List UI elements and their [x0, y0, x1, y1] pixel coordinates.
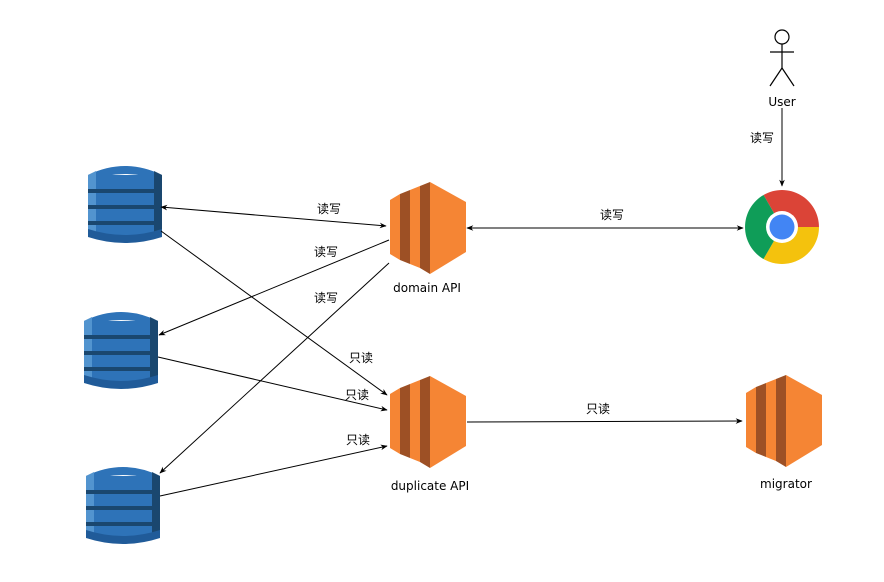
- server-icon: [390, 182, 466, 274]
- server-icon: [390, 376, 466, 468]
- user-label: User: [768, 95, 795, 109]
- database-icon: [88, 166, 162, 243]
- edge-label-duplicate-migrator: 只读: [586, 402, 610, 416]
- edge-domain-db2: [158, 239, 390, 336]
- domain-api-label: domain API: [393, 281, 461, 295]
- duplicate-api-node: [390, 376, 466, 468]
- edge-label-db3-duplicate: 只读: [346, 433, 370, 447]
- edge-db2-duplicate: [157, 356, 388, 412]
- edge-label-db1-domain: 读写: [317, 202, 341, 216]
- edge-duplicate-migrator: [466, 418, 743, 424]
- server-icon: [746, 375, 822, 467]
- edge-label-db2-duplicate: 只读: [345, 388, 369, 402]
- edge-label-user-browser: 读写: [750, 131, 774, 145]
- edge-db1-duplicate: [160, 230, 388, 396]
- edge-domain-db3: [159, 262, 390, 474]
- edge-label-domain-db3: 读写: [314, 291, 338, 305]
- database-icon: [86, 467, 160, 544]
- edge-label-db1-duplicate: 只读: [349, 351, 373, 365]
- migrator-node: [746, 375, 822, 467]
- database-1: [88, 166, 162, 243]
- database-3: [86, 467, 160, 544]
- browser-node: [745, 190, 819, 264]
- database-icon: [84, 312, 158, 389]
- edge-db1-domain: [160, 204, 387, 229]
- edge-db3-duplicate: [159, 444, 388, 497]
- domain-api-node: [390, 182, 466, 274]
- user-actor: [769, 29, 795, 87]
- user-icon: [774, 29, 790, 45]
- edge-label-domain-browser: 读写: [600, 208, 624, 222]
- edge-label-domain-db2: 读写: [314, 245, 338, 259]
- duplicate-api-label: duplicate API: [391, 479, 469, 493]
- database-2: [84, 312, 158, 389]
- chrome-icon: [745, 190, 819, 264]
- migrator-label: migrator: [760, 477, 812, 491]
